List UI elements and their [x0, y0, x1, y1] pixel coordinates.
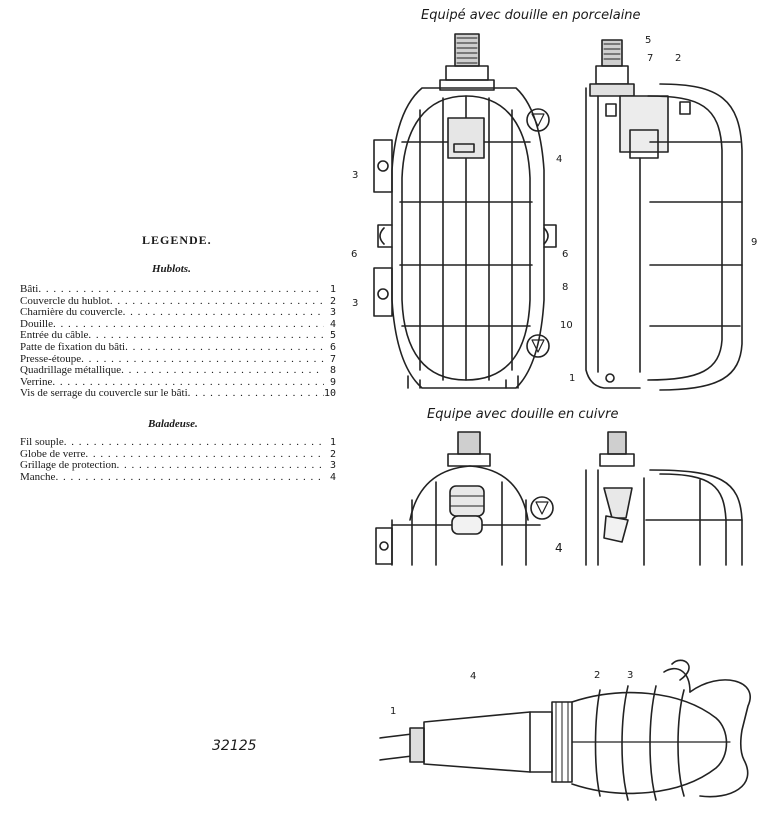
- legend-label: Manche: [20, 471, 56, 483]
- legend-row: Entrée du câble 5: [20, 330, 336, 342]
- legend-label: Verrine: [20, 376, 53, 388]
- legend-row: Fil souple 1: [20, 437, 336, 449]
- legend-number: 9: [329, 376, 336, 388]
- callout-3: 3: [352, 170, 359, 181]
- legend-label: Charnière du couvercle: [20, 307, 123, 319]
- porthole-front-view: [373, 33, 557, 389]
- legend-row: Charnière du couvercle 3: [20, 307, 336, 319]
- legend-row: Douille 4: [20, 319, 336, 331]
- legend-row: Grillage de protection 3: [20, 460, 336, 472]
- callout-9: 9: [751, 237, 758, 248]
- porthole-side-section: [585, 39, 743, 391]
- callout-1: 1: [390, 706, 397, 717]
- callout-4: 4: [556, 154, 563, 165]
- callout-4: 4: [470, 671, 477, 682]
- legend-number: 6: [329, 341, 336, 353]
- legend-number: 3: [329, 460, 336, 472]
- callout-10: 10: [560, 320, 573, 331]
- hublots-title: Hublots.: [152, 263, 191, 275]
- callout-7: 7: [647, 53, 654, 64]
- legend-number: 1: [329, 284, 336, 295]
- callout-3: 3: [352, 298, 359, 309]
- legend-label: Presse-étoupe: [20, 353, 82, 365]
- legend-number: 5: [329, 330, 336, 342]
- legend-label: Entrée du câble: [20, 330, 89, 342]
- legend-label: Quadrillage métallique: [20, 365, 122, 377]
- callout-6: 6: [351, 249, 358, 260]
- legend-number: 8: [329, 365, 336, 377]
- legend-label: Vis de serrage du couvercle sur le bâti: [20, 388, 188, 400]
- legend-row: Globe de verre 2: [20, 449, 336, 461]
- legend-row: Patte de fixation du bâti 6: [20, 342, 336, 354]
- legend-number: 4: [329, 318, 336, 330]
- heading-porcelain: Equipé avec douille en porcelaine: [421, 8, 641, 23]
- callout-1: 1: [569, 373, 576, 384]
- legend-label: Bâti: [20, 284, 39, 295]
- legend-number: 7: [329, 353, 336, 365]
- callout-4: 4: [555, 541, 563, 555]
- legend-row: Manche 4: [20, 472, 336, 484]
- baladeuse-legend-list: Fil souple 1 Globe de verre 2 Grillage de …: [20, 437, 336, 483]
- baladeuse-drawing: [379, 659, 751, 801]
- legend-row: Vis de serrage du couvercle sur le bâti 1…: [20, 388, 336, 400]
- legend-label: Couvercle du hublot: [20, 295, 110, 307]
- callout-3: 3: [627, 670, 634, 681]
- callout-8: 8: [562, 282, 569, 293]
- callout-2: 2: [594, 670, 601, 681]
- legend-row: Verrine 9: [20, 377, 336, 389]
- hublots-legend-list: Bâti 1 Couvercle du hublot 2 Charnière du …: [20, 284, 336, 400]
- legend-label: Patte de fixation du bâti: [20, 341, 126, 353]
- reference-number: 32125: [212, 738, 257, 754]
- legend-row: Quadrillage métallique 8: [20, 365, 336, 377]
- legend-label: Globe de verre: [20, 448, 86, 460]
- legend-number: 1: [329, 437, 336, 448]
- legend-number: 4: [329, 471, 336, 483]
- copper-socket-views: [375, 431, 743, 566]
- legend-number: 3: [329, 307, 336, 319]
- legend-label: Fil souple: [20, 437, 64, 448]
- legend-row: Couvercle du hublot 2: [20, 296, 336, 308]
- legend-label: Grillage de protection: [20, 460, 117, 472]
- legend-label: Douille: [20, 318, 53, 330]
- legend-row: Bâti 1: [20, 284, 336, 296]
- baladeuse-title: Baladeuse.: [148, 418, 198, 430]
- legend-row: Presse-étoupe 7: [20, 354, 336, 366]
- legend-title: LEGENDE.: [142, 233, 212, 247]
- heading-copper: Equipe avec douille en cuivre: [427, 407, 619, 422]
- callout-5: 5: [645, 35, 652, 46]
- callout-6: 6: [562, 249, 569, 260]
- legend-number: 2: [329, 295, 336, 307]
- callout-2: 2: [675, 53, 682, 64]
- legend-number: 10: [324, 388, 336, 400]
- legend-number: 2: [329, 448, 336, 460]
